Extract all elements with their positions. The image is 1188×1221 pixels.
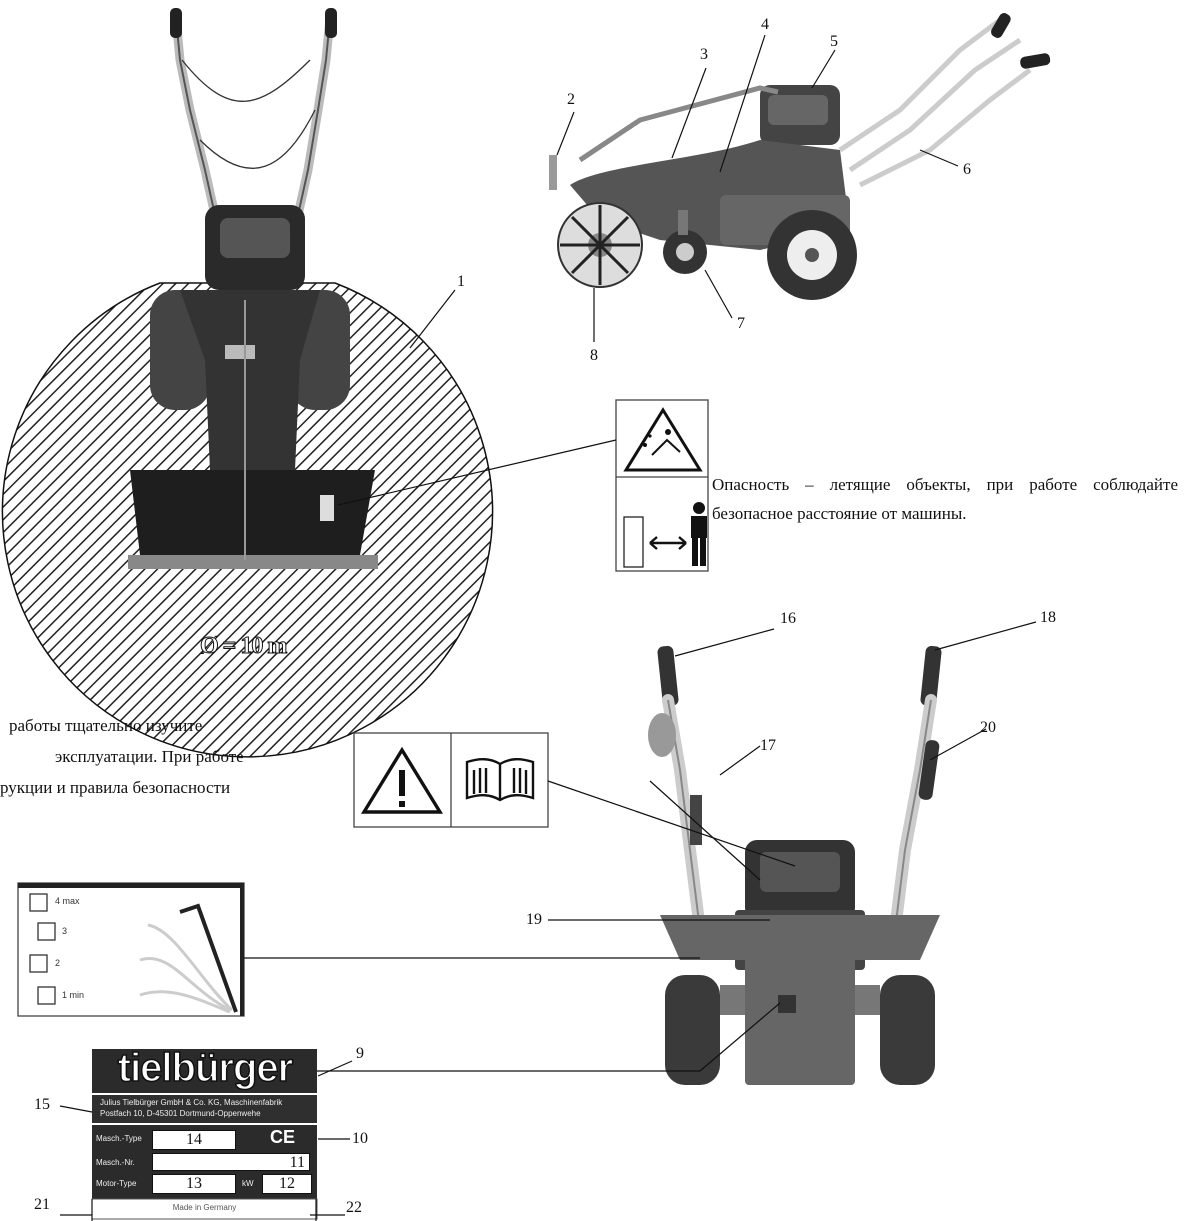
level-2-icon	[29, 954, 48, 973]
rear-view-sweeper	[648, 645, 942, 1085]
callout-16: 16	[780, 610, 796, 627]
level-4-icon	[29, 893, 48, 912]
instr-word: эксплуатации.	[55, 747, 158, 766]
flying-objects-warning-icon	[623, 407, 703, 472]
mach-nr-label: Masch.-Nr.	[96, 1158, 135, 1167]
level-1-label: 1 min	[62, 990, 85, 1000]
danger-radius-label: Ø = 10 m	[199, 633, 287, 660]
nameplate-brand-strip	[92, 1049, 317, 1093]
motor-type-label: Motor-Type	[96, 1179, 137, 1188]
instr-word: работе	[195, 747, 244, 766]
handle-grip-left	[170, 8, 182, 38]
machine-box-icon	[623, 516, 644, 568]
callout-9: 9	[356, 1045, 364, 1062]
callout-3: 3	[700, 46, 708, 63]
height-scale-label	[17, 882, 245, 1017]
callout-5: 5	[830, 33, 838, 50]
callout-1: 1	[457, 273, 465, 290]
instructions-text: работы тщательно изучите эксплуатации. П…	[0, 710, 355, 803]
rear-wheel-left	[665, 975, 720, 1085]
handle-position-icon	[179, 903, 238, 1013]
callout-10: 10	[352, 1130, 368, 1147]
callout-4: 4	[761, 16, 769, 33]
callout-2: 2	[567, 91, 575, 108]
callout-15: 15	[34, 1096, 50, 1113]
callout-18: 18	[1040, 609, 1056, 626]
level-2-label: 2	[55, 958, 61, 968]
leader-lines	[59, 34, 1037, 1221]
machine-body	[180, 290, 320, 470]
callout-19: 19	[526, 911, 542, 928]
callout-20: 20	[980, 719, 996, 736]
instr-word: При	[161, 747, 192, 766]
brush-bristles	[128, 555, 378, 569]
mach-type-field: 14	[152, 1130, 236, 1150]
maker-line-1: Julius Tielbürger GmbH & Co. KG, Maschin…	[100, 1098, 283, 1107]
motor-type-field: 13	[152, 1174, 236, 1194]
made-in-label: Made in Germany	[172, 1203, 237, 1212]
kw-label: kW	[242, 1179, 254, 1188]
person-icon	[691, 502, 707, 566]
handle-bar-right	[293, 13, 335, 220]
callout-21: 21	[34, 1196, 50, 1213]
side-view-sweeper	[549, 13, 1051, 300]
callout-6: 6	[963, 161, 971, 178]
handle-grip-right	[325, 8, 337, 38]
mach-nr-field: 11	[152, 1153, 310, 1171]
mach-type-label: Masch.-Type	[96, 1134, 142, 1143]
rear-grip-left	[657, 645, 679, 707]
instr-word: работы	[9, 716, 61, 735]
flying-objects-warning-text: Опасность – летящие объекты, при работе …	[712, 475, 1178, 523]
instr-line: рукции и правила безопасности	[0, 778, 231, 797]
maker-line-2: Postfach 10, D-45301 Dortmund-Oppenwehe	[100, 1109, 261, 1118]
level-4-label: 4 max	[55, 896, 80, 906]
kw-field: 12	[262, 1174, 312, 1194]
danger-zone-diagram	[1, 8, 494, 758]
callout-17: 17	[760, 737, 776, 754]
control-rod	[578, 85, 779, 163]
distance-arrow-icon	[649, 536, 687, 550]
level-3-icon	[37, 922, 56, 941]
level-3-label: 3	[62, 926, 68, 936]
warning-label	[615, 399, 709, 572]
callout-22: 22	[346, 1199, 362, 1216]
manual-book-icon	[465, 758, 535, 802]
ce-mark: CE	[270, 1127, 296, 1147]
rear-wheel-right	[880, 975, 935, 1085]
caution-icon	[360, 746, 444, 814]
nameplate-maker-strip	[92, 1095, 317, 1123]
rear-grip-right	[920, 645, 942, 707]
nameplate-brand: tielbürger	[117, 1045, 294, 1091]
rear-frame	[745, 955, 855, 1085]
instr-word: тщательно	[65, 716, 142, 735]
callout-8: 8	[590, 347, 598, 364]
callout-7: 7	[737, 315, 745, 332]
instr-word: изучите	[145, 716, 203, 735]
manual-warning-label	[353, 732, 549, 828]
level-1-icon	[37, 986, 56, 1005]
brush-housing	[130, 470, 375, 555]
